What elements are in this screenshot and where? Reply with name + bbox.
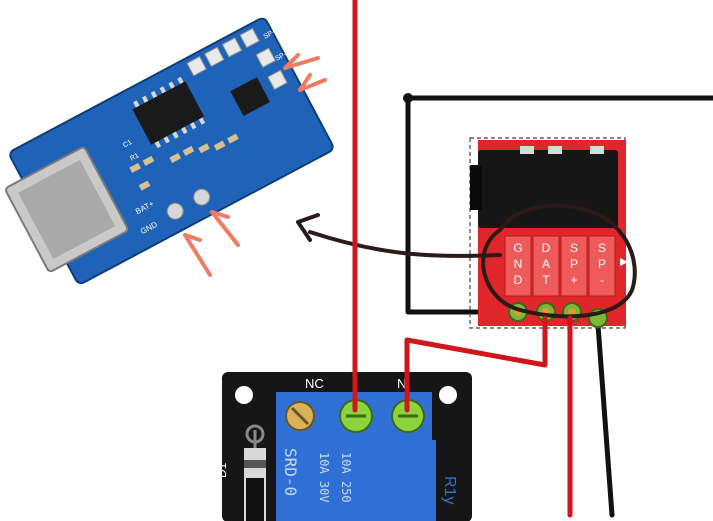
audio-jack-socket [470,165,482,210]
silk-label-c1: C1 [122,139,133,149]
mp3-module: BAT+ GND SP+ SP- C1 R1 [5,17,334,285]
relay-model-text: SRD-0 [281,448,300,496]
chip-pins [133,76,206,149]
mp3-pads [186,27,288,90]
diode-band [244,460,266,468]
pin-box-gnd [504,235,532,297]
arrow-stroke [298,78,327,92]
relay-marking: R1y [441,476,458,504]
arrow-stroke [210,210,240,247]
mount-hole [166,202,184,220]
diode-label: D1 [215,462,229,478]
red-wire-no-to-dat [404,315,548,413]
wire-junction [403,93,413,103]
annotation-arrow-head [296,213,320,242]
arrow-head [210,210,230,219]
arrow-stroke [283,56,320,70]
relay-rating-1: 10A 250 [339,452,353,503]
relay-body [276,440,436,521]
annotation-circle [481,203,637,319]
pin-box-sp-plus [560,235,588,297]
pin-box-sp-minus [588,235,616,297]
pin-box-dat [532,235,560,297]
relay-rating-2: 10A 30V [317,452,331,503]
black-wire-loop [405,95,713,315]
black-wire-sp-minus [595,322,615,518]
audio-jack [478,150,618,228]
amplifier-chip [230,77,270,116]
relay-mount-hole [235,386,253,404]
silk-label-sp-minus: SP- [274,51,288,63]
annotation-arrow-line [308,230,502,258]
mount-hole [193,188,211,206]
annotation-arrows-top [283,53,327,92]
arrow-head [283,53,300,70]
arrow-head [298,73,312,92]
pin-marker-icon [620,258,628,266]
arrow-stroke [183,233,212,277]
annotation-arrows-bottom [183,210,240,277]
relay-module: NC N SRD-0 10A 250 10A 30V R1y D1 [215,372,472,521]
diode-lead-loop [245,424,265,444]
silk-label-r1: R1 [129,152,140,162]
relay-mount-hole [439,386,457,404]
sd-card-slot-inner [18,159,116,259]
red-wires [352,0,573,518]
jack-pins [520,146,604,154]
decoder-chip [132,81,205,145]
arrow-head [183,233,202,242]
relay-label-no: N [397,376,406,391]
smd-components [129,133,239,191]
pin-label-row [504,235,616,297]
relay-label-nc: NC [305,376,324,391]
